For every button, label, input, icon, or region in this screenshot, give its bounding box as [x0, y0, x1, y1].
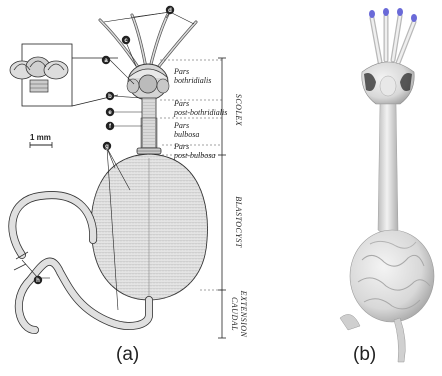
label-pars-bothridialis-2: bothridialis [174, 76, 211, 85]
marker-g: g [103, 142, 111, 150]
label-blastocyst: BLASTOCYST [234, 196, 243, 248]
tentacles [100, 14, 196, 70]
blastocyst-body [91, 154, 207, 300]
label-pars-bulbosa-1: Pars [173, 121, 189, 130]
marker-b: b [106, 92, 114, 100]
marker-d: d [166, 6, 174, 14]
model-svg [300, 0, 442, 376]
label-extension: EXTENSION [239, 290, 248, 338]
model-tentacles [369, 8, 417, 63]
inset-scolex-drawing [10, 57, 68, 92]
svg-text:g: g [105, 144, 109, 150]
label-pars-post-bothridialis-2: post-bothridialis [173, 108, 227, 117]
label-caudal: CAUDAL [230, 297, 239, 331]
tentacle-tips [369, 8, 417, 22]
model-blastocyst [350, 230, 434, 322]
label-pars-post-bulbosa-1: Pars [173, 142, 189, 151]
model-neck [378, 104, 398, 234]
label-scolex: SCOLEX [234, 94, 243, 127]
schematic-svg: Pars bothridialis Pars post-bothridialis… [0, 0, 260, 376]
marker-h: h [34, 276, 42, 284]
model-head [362, 62, 414, 104]
label-pars-post-bothridialis-1: Pars [173, 99, 189, 108]
svg-text:h: h [36, 278, 40, 284]
label-pars-bothridialis-1: Pars [173, 67, 189, 76]
section-bracket [218, 58, 226, 338]
panel-b-3d-model: (b) [300, 0, 442, 376]
marker-e: e [106, 108, 114, 116]
label-pars-bulbosa-2: bulbosa [174, 130, 199, 139]
marker-f: f [106, 122, 114, 130]
svg-text:b: b [108, 94, 112, 100]
panel-a-drawing: Pars bothridialis Pars post-bothridialis… [0, 0, 260, 376]
caption-a: (a) [116, 344, 139, 366]
scale-bar: 1 mm [30, 133, 52, 148]
section-labels: SCOLEX BLASTOCYST CAUDAL EXTENSION [230, 94, 248, 338]
marker-c: c [122, 36, 130, 44]
label-pars-post-bulbosa-2: post-bulbosa [173, 151, 215, 160]
svg-text:d: d [168, 8, 172, 14]
marker-a: a [102, 56, 110, 64]
caption-b: (b) [353, 344, 376, 366]
scolex-head [127, 64, 169, 100]
region-labels: Pars bothridialis Pars post-bothridialis… [173, 67, 227, 160]
scolex-inset [10, 44, 118, 106]
scale-bar-label: 1 mm [30, 133, 51, 142]
